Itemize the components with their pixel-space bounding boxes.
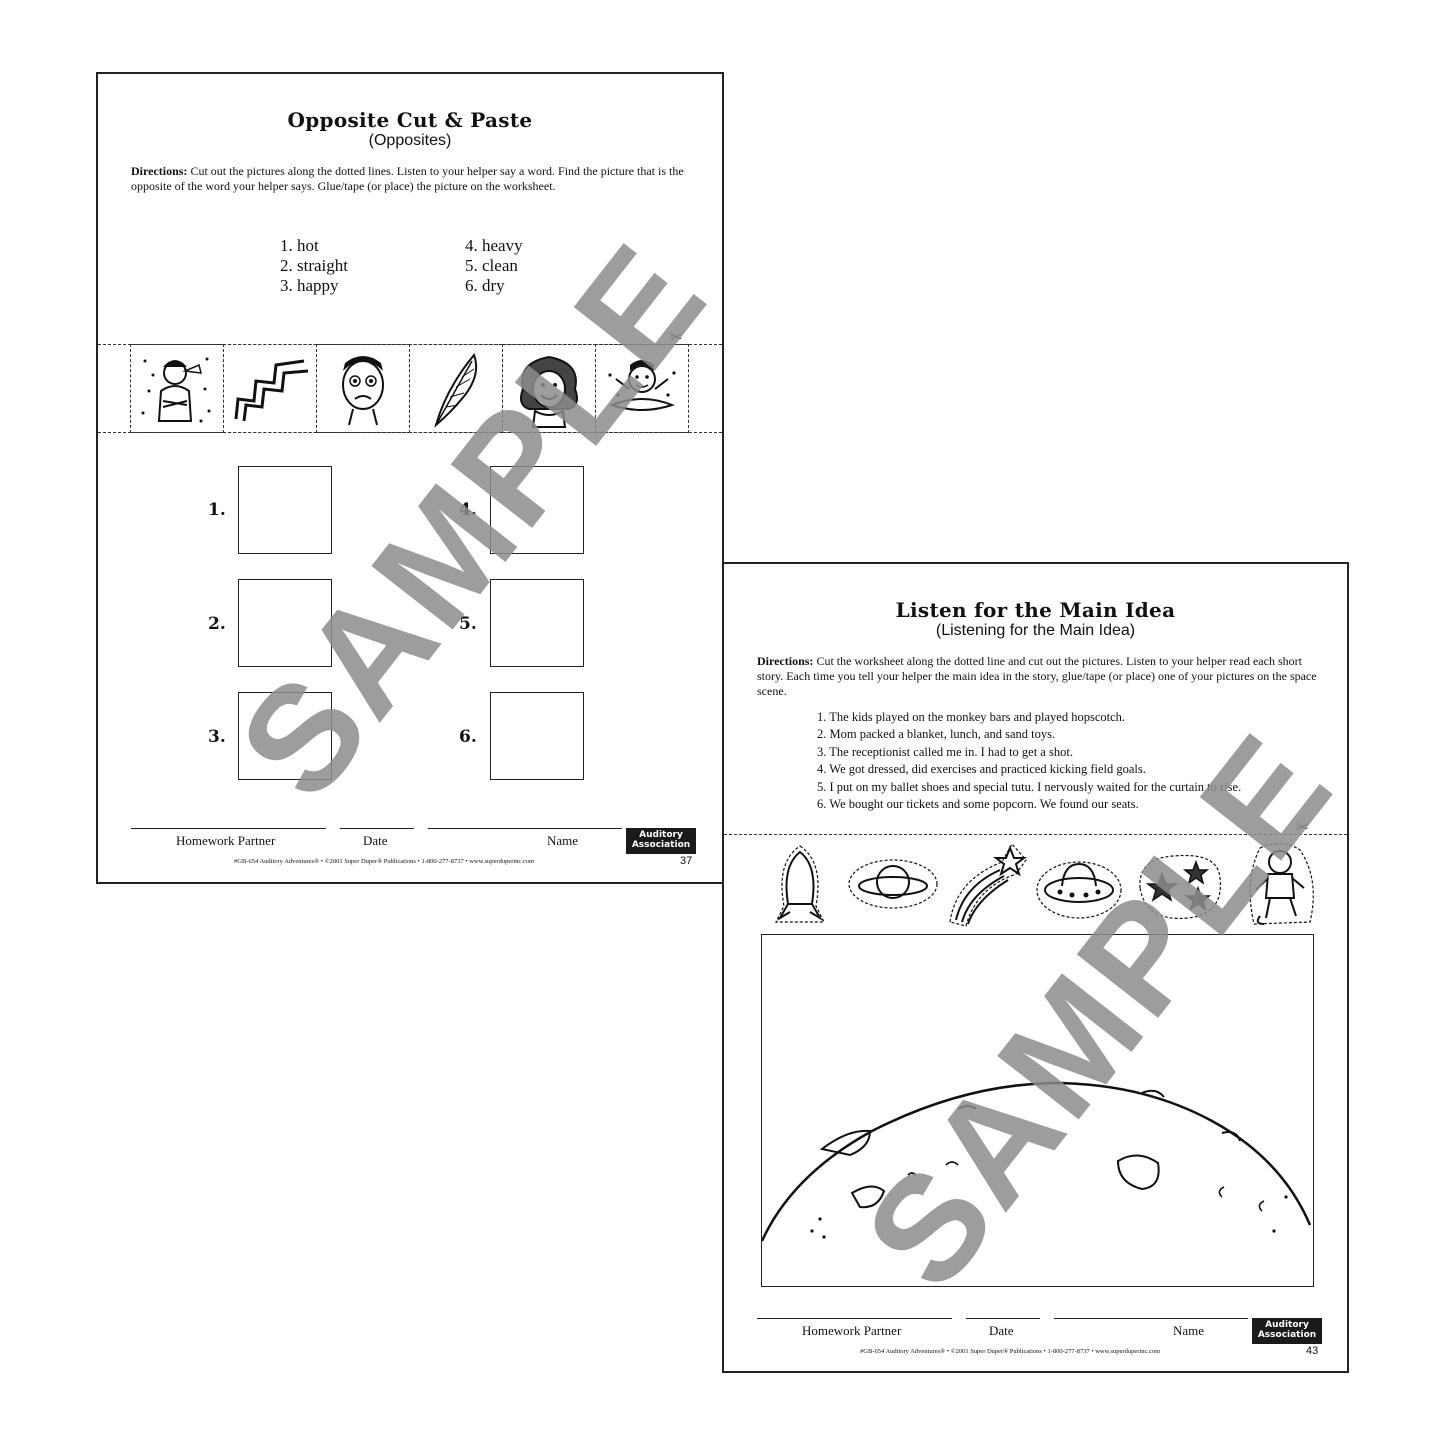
story-item: 6. We bought our tickets and some popcor… (817, 797, 1139, 812)
cutout-cell[interactable] (502, 344, 596, 433)
scissors-icon: ✂ (670, 328, 683, 346)
stars-icon[interactable] (1134, 848, 1226, 924)
directions-label: Directions: (757, 654, 814, 668)
paste-box-3[interactable] (238, 692, 332, 780)
auditory-association-badge: Auditory Association (626, 828, 696, 854)
directions-label: Directions: (131, 164, 188, 178)
cutout-cell[interactable] (316, 344, 410, 433)
badge-line2: Association (1257, 1330, 1317, 1340)
name-line[interactable] (1054, 1318, 1248, 1319)
shooting-star-icon[interactable] (946, 840, 1032, 928)
story-list: 1. The kids played on the monkey bars an… (817, 709, 1241, 813)
badge-line2: Association (631, 840, 691, 850)
page-number: 37 (680, 855, 693, 867)
page-number: 43 (1306, 1345, 1319, 1357)
cut-line (724, 834, 1347, 835)
story-item: 4. We got dressed, did exercises and pra… (817, 762, 1146, 777)
astronaut-icon[interactable] (1240, 840, 1324, 930)
box-label-3: 3. (208, 727, 226, 747)
cutout-cell[interactable] (595, 344, 689, 433)
word-item: 1. hot (280, 236, 319, 255)
name-line[interactable] (428, 828, 622, 829)
paste-box-4[interactable] (490, 466, 584, 554)
worksheet-main-idea: Listen for the Main Idea (Listening for … (722, 562, 1349, 1373)
feather-icon (434, 353, 478, 428)
sad-boy-icon (342, 356, 384, 426)
paste-box-1[interactable] (238, 466, 332, 554)
paste-box-6[interactable] (490, 692, 584, 780)
page-subtitle: (Opposites) (368, 132, 452, 149)
paste-box-2[interactable] (238, 579, 332, 667)
box-label-2: 2. (208, 614, 226, 634)
word-item: 2. straight (280, 256, 348, 275)
box-label-1: 1. (208, 500, 226, 520)
date-line[interactable] (966, 1318, 1040, 1319)
paste-box-5[interactable] (490, 579, 584, 667)
scissors-icon: ✂ (1296, 818, 1309, 836)
directions-text: Cut out the pictures along the dotted li… (131, 164, 684, 193)
page-subtitle: (Listening for the Main Idea) (935, 622, 1136, 639)
story-item: 3. The receptionist called me in. I had … (817, 744, 1073, 759)
date-label: Date (363, 833, 388, 848)
name-label: Name (1173, 1323, 1205, 1338)
story-item: 2. Mom packed a blanket, lunch, and sand… (817, 727, 1056, 742)
homework-partner-line[interactable] (757, 1318, 952, 1319)
space-scene-area[interactable] (761, 934, 1314, 1287)
publisher-footer: #GB-654 Auditory Adventures® • ©2001 Sup… (234, 858, 535, 865)
box-label-5: 5. (459, 614, 477, 634)
worksheet-opposite-cut-paste: Opposite Cut & Paste (Opposites) Directi… (96, 72, 724, 884)
ufo-icon[interactable] (1034, 846, 1124, 926)
publisher-footer: #GB-654 Auditory Adventures® • ©2001 Sup… (860, 1348, 1161, 1355)
homework-partner-line[interactable] (131, 828, 326, 829)
page-title: Opposite Cut & Paste (287, 108, 533, 132)
planet-icon[interactable] (846, 852, 940, 916)
moon-surface-icon (762, 1081, 1312, 1242)
word-list-right: 4. heavy 5. clean 6. dry (465, 236, 523, 296)
homework-partner-label: Homework Partner (176, 833, 276, 848)
word-item: 4. heavy (465, 236, 523, 255)
wet-boy-icon (608, 360, 676, 411)
cold-person-icon (141, 357, 211, 423)
directions: Directions: Cut out the pictures along t… (131, 164, 691, 194)
page-title: Listen for the Main Idea (895, 598, 1176, 622)
box-label-4: 4. (459, 500, 477, 520)
date-label: Date (989, 1323, 1014, 1338)
zigzag-lines-icon (234, 359, 309, 422)
word-list-left: 1. hot 2. straight 3. happy (280, 236, 348, 296)
word-item: 6. dry (465, 276, 505, 295)
story-item: 5. I put on my ballet shoes and special … (817, 779, 1242, 794)
cutout-cell[interactable] (223, 344, 317, 433)
box-label-6: 6. (459, 727, 477, 747)
badge-line1: Auditory (639, 830, 683, 840)
name-label: Name (547, 833, 579, 848)
homework-partner-label: Homework Partner (802, 1323, 902, 1338)
date-line[interactable] (340, 828, 414, 829)
directions-text: Cut the worksheet along the dotted line … (757, 654, 1317, 698)
muddy-girl-icon (520, 355, 578, 428)
story-item: 1. The kids played on the monkey bars an… (817, 710, 1126, 724)
rocket-icon[interactable] (764, 842, 836, 930)
auditory-association-badge: Auditory Association (1252, 1318, 1322, 1344)
word-item: 5. clean (465, 256, 518, 275)
cutout-cell[interactable] (130, 344, 224, 433)
directions: Directions: Cut the worksheet along the … (757, 654, 1319, 699)
word-item: 3. happy (280, 276, 339, 295)
badge-line1: Auditory (1265, 1320, 1309, 1330)
